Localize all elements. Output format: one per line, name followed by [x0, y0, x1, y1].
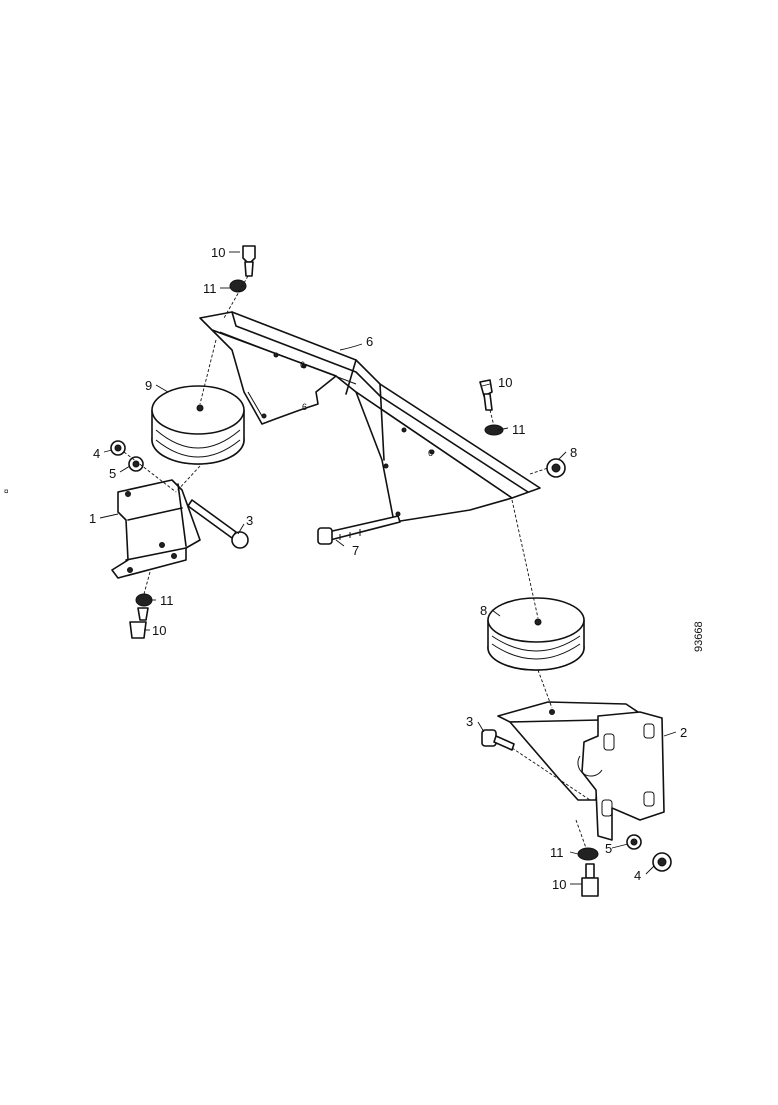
- callout-6-small-b: 6: [302, 402, 307, 412]
- callout-1: 1: [89, 511, 96, 526]
- rubber-mount-left: [151, 385, 245, 465]
- callout-11-bottom: 11: [550, 845, 564, 860]
- callout-4-left: 4: [93, 446, 100, 461]
- callout-10-right: 10: [498, 375, 512, 390]
- callout-4-right: 4: [634, 868, 641, 883]
- callout-6-small-a: 6: [300, 360, 305, 370]
- bracket-right: [497, 701, 665, 841]
- callout-6-small-c: 6: [428, 448, 433, 458]
- callout-8-right: 8: [570, 445, 577, 460]
- bracket-left: [111, 479, 201, 579]
- left-washer-5: [128, 456, 144, 472]
- top-bolt-10: [223, 245, 256, 319]
- left-bolt-3: [187, 499, 249, 549]
- callout-10-left: 10: [152, 623, 166, 638]
- nut-8-right: [546, 458, 566, 478]
- crossmember: [199, 311, 541, 523]
- callout-5-left: 5: [109, 466, 116, 481]
- left-nut-4: [110, 440, 126, 456]
- callout-11-left: 11: [160, 593, 174, 608]
- left-lower-bolt-10: [129, 607, 149, 639]
- figure-number: 93668: [693, 621, 705, 652]
- callout-11-top: 11: [203, 281, 217, 296]
- right-nut-4: [652, 852, 672, 872]
- callout-9-left: 9: [145, 378, 152, 393]
- callout-11-right: 11: [512, 422, 526, 437]
- left-lower-washer-11: [135, 593, 153, 607]
- right-upper-bolt-10: [479, 379, 504, 436]
- callout-9-right: 8: [480, 603, 487, 618]
- stray-mark: ¤: [4, 487, 9, 496]
- callout-5-right: 5: [605, 841, 612, 856]
- callout-3-left: 3: [246, 513, 253, 528]
- rubber-mount-right: [487, 597, 585, 671]
- callout-7: 7: [352, 543, 359, 558]
- right-lower-bolt-10: [581, 863, 599, 897]
- callout-6-crossmember: 6: [366, 334, 373, 349]
- callout-3-right: 3: [466, 714, 473, 729]
- callout-10-bottom: 10: [552, 877, 566, 892]
- callout-10-top: 10: [211, 245, 225, 260]
- bolt-7: [317, 515, 401, 545]
- right-washer-5: [626, 834, 642, 850]
- right-bolt-3: [481, 729, 591, 801]
- callout-2: 2: [680, 725, 687, 740]
- right-lower-washer-11: [577, 847, 599, 861]
